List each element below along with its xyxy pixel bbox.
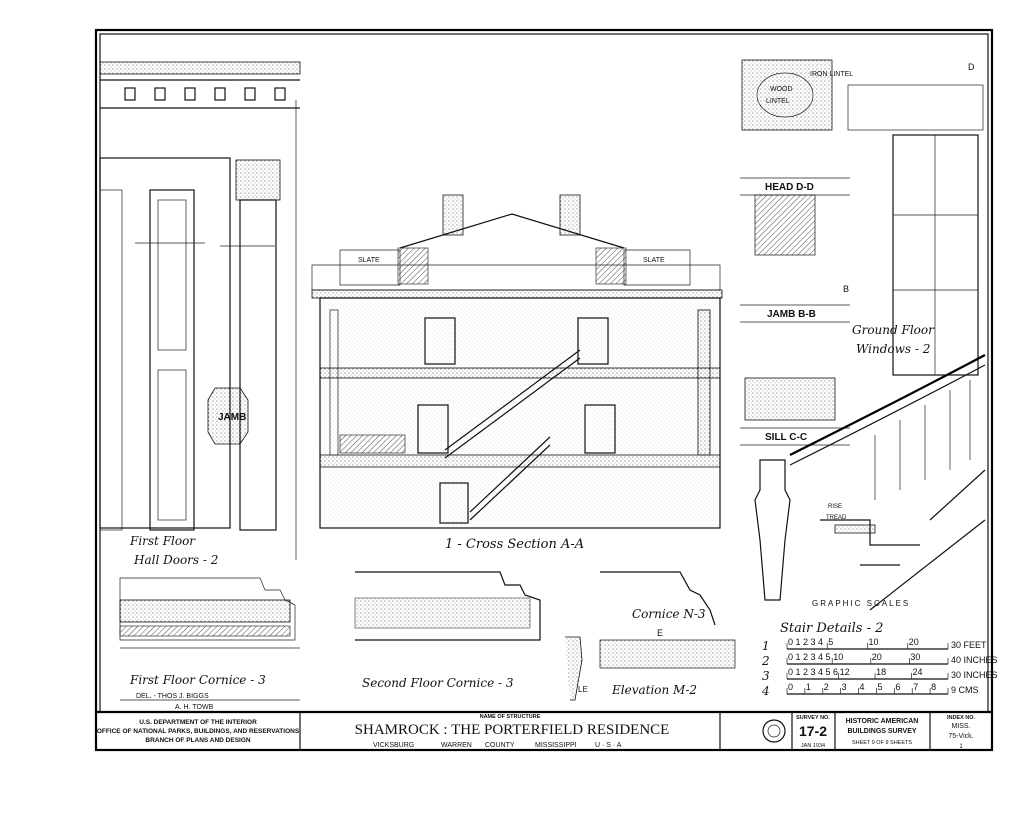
second-floor-cornice-title: Second Floor Cornice - 3 (362, 676, 514, 690)
scale-tick-label: 5 (877, 682, 882, 692)
survey-no-label: SURVEY NO. (796, 715, 830, 721)
elevation-m-title: Elevation M-2 (611, 683, 697, 697)
marker-d: D (968, 62, 975, 72)
hall-doors-title-2: Hall Doors - 2 (133, 553, 218, 567)
location-county: COUNTY (485, 742, 515, 749)
survey-seal-icon (762, 719, 786, 743)
scale-tick-label: 0 1 2 3 4 (788, 637, 823, 647)
scale-number: 3 (762, 669, 770, 683)
scale-unit-label: 30 INCHES (951, 670, 998, 680)
first-floor-cornice-title: First Floor Cornice - 3 (129, 673, 266, 687)
second-floor-cornice-drawing (354, 571, 541, 641)
title-block: U.S. DEPARTMENT OF THE INTERIOR OFFICE O… (96, 710, 992, 750)
structure-name: SHAMROCK : THE PORTERFIELD RESIDENCE (355, 722, 670, 738)
index-no-label: INDEX NO. (947, 715, 976, 721)
scale-tick-label: 12 (840, 667, 850, 677)
agency-line-3: BRANCH OF PLANS AND DESIGN (145, 737, 251, 744)
sheet-border (94, 28, 994, 752)
scale-tick-label: 20 (909, 637, 919, 647)
index-line-1: MISS. (951, 723, 970, 730)
marker-le: LE (578, 685, 588, 694)
sheet-of-sheets: SHEET 9 OF 9 SHEETS (852, 740, 912, 746)
ground-floor-windows-title-2: Windows - 2 (856, 342, 930, 356)
scale-unit-label: 40 INCHES (951, 655, 998, 665)
scale-tick-label: 6 (895, 682, 900, 692)
scale-number: 1 (762, 639, 770, 653)
scale-tick-label: 30 (910, 652, 920, 662)
ground-floor-windows-title-1: Ground Floor (852, 323, 935, 337)
scale-tick-label: 10 (869, 637, 879, 647)
scale-tick-label: 1 (806, 682, 811, 692)
stair-details-drawing: RISE TREAD (754, 354, 986, 611)
first-floor-cornice-drawing (119, 577, 300, 701)
iron-lintel-label: IRON LINTEL (810, 71, 853, 78)
location-state: MISSISSIPPI (535, 742, 577, 749)
scale-unit-label: 30 FEET (951, 640, 987, 650)
scale-tick-label: 0 1 2 3 4 5 (788, 652, 831, 662)
scale-tick-label: 0 1 2 3 4 5 6 (788, 667, 838, 677)
survey-no: 17-2 (799, 723, 827, 739)
scale-tick-label: 5 (828, 637, 833, 647)
hall-doors-drawing: JAMB (99, 61, 301, 560)
stair-details-title: Stair Details - 2 (780, 621, 883, 636)
agency-line-1: U.S. DEPARTMENT OF THE INTERIOR (139, 719, 257, 726)
slate-label-left: SLATE (358, 257, 380, 264)
cornice-n-drawing (565, 571, 736, 701)
scale-tick-label: 20 (872, 652, 882, 662)
jamb-label: JAMB (218, 412, 246, 423)
index-line-3: 1 (959, 744, 963, 750)
credit-second: A. H. TOWB (175, 704, 214, 711)
location-city: VICKSBURG (373, 742, 414, 749)
wood-lintel-label-1: WOOD (770, 86, 793, 93)
scale-tick-label: 2 (824, 682, 829, 692)
cornice-n-title: Cornice N-3 (632, 607, 706, 621)
hall-doors-title-1: First Floor (129, 534, 196, 548)
graphic-scales-label: GRAPHIC SCALES (812, 599, 910, 608)
scale-number: 2 (761, 654, 770, 668)
window-details-drawing: IRON LINTEL WOOD LINTEL D B (740, 59, 984, 446)
wood-lintel-label-2: LINTEL (766, 98, 790, 105)
scale-tick-label: 8 (931, 682, 936, 692)
sill-cc-label: SILL C-C (765, 432, 807, 443)
rise-label: RISE (828, 504, 842, 510)
cross-section-title: 1 - Cross Section A-A (445, 537, 584, 552)
location-country: U · S · A (595, 742, 622, 749)
head-dd-label: HEAD D-D (765, 182, 814, 193)
habs-line-1: HISTORIC AMERICAN (846, 718, 919, 725)
scale-tick-label: 7 (913, 682, 918, 692)
scale-tick-label: 24 (913, 667, 923, 677)
scale-tick-label: 3 (842, 682, 847, 692)
slate-label-right: SLATE (643, 257, 665, 264)
scale-tick-label: 18 (876, 667, 886, 677)
credit-delineator: DEL. - THOS J. BIGGS (136, 693, 209, 700)
name-of-structure-label: NAME OF STRUCTURE (480, 714, 541, 720)
scale-tick-label: 10 (833, 652, 843, 662)
marker-e: E (657, 628, 663, 638)
cross-section-drawing: SLATE SLATE (311, 194, 723, 529)
marker-b: B (843, 284, 849, 294)
scale-tick-label: 4 (860, 682, 865, 692)
scale-unit-label: 9 CMS (951, 685, 979, 695)
index-line-2: 75-Vick. (948, 733, 973, 740)
tread-label: TREAD (826, 515, 847, 521)
habs-line-2: BUILDINGS SURVEY (847, 728, 916, 735)
scale-tick-label: 0 (788, 682, 793, 692)
location-county-name: WARREN (441, 742, 472, 749)
survey-date: JAN 1934 (801, 743, 825, 749)
agency-line-2: OFFICE OF NATIONAL PARKS, BUILDINGS, AND… (97, 728, 300, 735)
scale-number: 4 (761, 684, 770, 698)
jamb-bb-label: JAMB B-B (767, 309, 816, 320)
